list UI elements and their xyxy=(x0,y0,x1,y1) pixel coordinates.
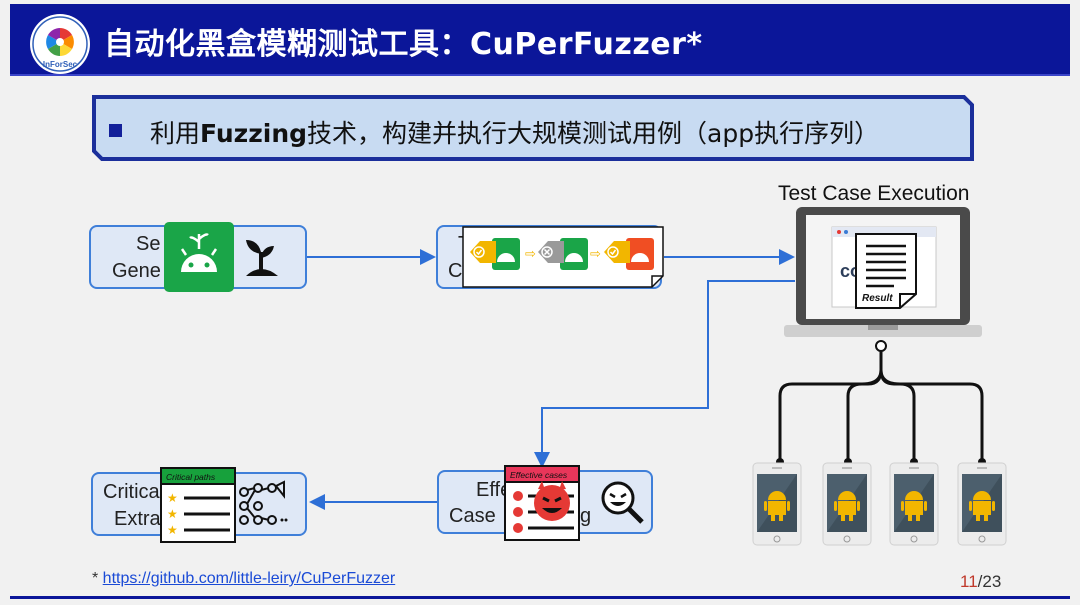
execution-label: Test Case Execution xyxy=(778,182,970,205)
devil-face-icon xyxy=(534,481,570,521)
banner-bullet xyxy=(109,124,122,137)
banner-suffix: 技术，构建并执行大规模测试用例（app执行序列） xyxy=(307,119,880,148)
footnote-prefix: * xyxy=(92,570,103,587)
svg-text:★: ★ xyxy=(167,491,178,505)
svg-text:★: ★ xyxy=(167,507,178,521)
critical-paths-card: Critical paths ★ ★ ★ xyxy=(160,467,236,543)
phone-icon-4 xyxy=(957,462,1007,546)
phone-icon-2 xyxy=(822,462,872,546)
footer-line xyxy=(10,596,1070,599)
android-app-icon xyxy=(164,222,234,292)
effective-box-line1: Effe xyxy=(476,479,512,501)
svg-text:⇨: ⇨ xyxy=(525,246,536,261)
effective-tag-label: Effective cases xyxy=(510,470,568,480)
magnifier-devil-icon xyxy=(601,481,644,524)
page-current: 11 xyxy=(960,572,978,591)
result-label: Result xyxy=(862,293,893,304)
critical-box-line2: Extra xyxy=(114,508,161,530)
critical-tag-label: Critical paths xyxy=(166,472,216,482)
phone-icon-1 xyxy=(752,462,802,546)
logo-text: InForSec xyxy=(43,60,78,69)
app-icon-1 xyxy=(470,238,520,270)
testcase-box-line2: C xyxy=(448,260,463,282)
inforsec-logo-icon: InForSec xyxy=(30,14,90,74)
page-total: /23 xyxy=(977,572,1002,591)
seed-box-line1: Se xyxy=(136,233,161,255)
critical-box-line1: Critica xyxy=(103,481,160,503)
effective-box-tail: g xyxy=(580,505,592,527)
sprout-icon xyxy=(246,240,278,276)
star-list-icon: ★ ★ ★ xyxy=(167,491,230,537)
arrow-execution-to-effective xyxy=(534,280,795,468)
result-document-icon: Result xyxy=(855,233,917,309)
path-graph-icon xyxy=(239,480,288,525)
svg-text:⇨: ⇨ xyxy=(590,246,601,261)
footnote: * https://github.com/little-leiry/CuPerF… xyxy=(92,570,395,588)
app-icon-2 xyxy=(538,238,588,270)
banner-highlight: Fuzzing xyxy=(200,119,308,148)
header-bar xyxy=(10,4,1070,74)
effective-box-line2: Case xyxy=(449,505,496,527)
header-underline xyxy=(10,74,1070,76)
banner-shape xyxy=(92,95,974,161)
app-icon-3 xyxy=(604,238,654,270)
page-number: 11/23 xyxy=(960,572,1001,592)
phone-icon-3 xyxy=(889,462,939,546)
github-link[interactable]: https://github.com/little-leiry/CuPerFuz… xyxy=(102,570,396,587)
effective-cases-card: Effective cases xyxy=(504,465,580,541)
seed-box-line2: Gene xyxy=(112,260,161,282)
banner-prefix: 利用 xyxy=(150,119,201,148)
svg-text:★: ★ xyxy=(167,523,178,537)
app-sequence-card: ⇨ ⇨ xyxy=(462,226,664,288)
banner-text: 利用Fuzzing技术，构建并执行大规模测试用例（app执行序列） xyxy=(150,114,879,150)
page-title: 自动化黑盒模糊测试工具：CuPerFuzzer* xyxy=(104,27,703,62)
